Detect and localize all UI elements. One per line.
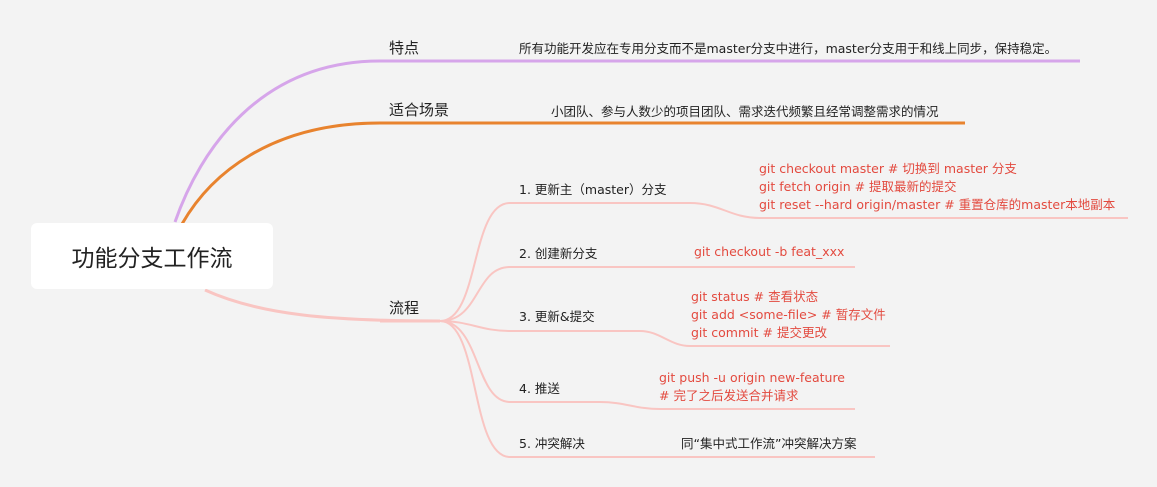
step-2-label[interactable]: 2. 创建新分支 xyxy=(519,246,598,261)
branch-features-desc[interactable]: 所有功能开发应在专用分支而不是master分支中进行，master分支用于和线上… xyxy=(519,41,1058,56)
step-1-line-1: git checkout master # 切换到 master 分支 xyxy=(759,161,1017,176)
step-3-commands[interactable]: git status # 查看状态 git add <some-file> # … xyxy=(691,288,886,342)
step-4-commands[interactable]: git push -u origin new-feature # 完了之后发送合… xyxy=(659,369,845,405)
connector-features xyxy=(173,59,1080,223)
step-1-line-2: git fetch origin # 提取最新的提交 xyxy=(759,179,957,194)
step-4-label[interactable]: 4. 推送 xyxy=(519,381,560,396)
step-3-line-2: git add <some-file> # 暂存文件 xyxy=(691,307,886,322)
step-1-line-3: git reset --hard origin/master # 重置仓库的ma… xyxy=(759,197,1116,212)
step-3-line-1: git status # 查看状态 xyxy=(691,289,819,304)
step-1-label[interactable]: 1. 更新主（master）分支 xyxy=(519,182,667,197)
root-node[interactable]: 功能分支工作流 xyxy=(31,223,273,289)
step-3-line-3: git commit # 提交更改 xyxy=(691,325,827,340)
connector-step-4 xyxy=(439,320,855,410)
step-2-line-1: git checkout -b feat_xxx xyxy=(694,244,845,259)
step-4-line-2: # 完了之后发送合并请求 xyxy=(659,388,799,403)
branch-features-label[interactable]: 特点 xyxy=(389,39,420,57)
step-5-note[interactable]: 同“集中式工作流”冲突解决方案 xyxy=(681,436,857,451)
connector-step-5 xyxy=(439,320,875,458)
step-5-label[interactable]: 5. 冲突解决 xyxy=(519,436,585,451)
connector-step-2 xyxy=(439,266,855,322)
branch-process-label[interactable]: 流程 xyxy=(389,299,420,317)
root-title: 功能分支工作流 xyxy=(71,246,233,272)
branch-scenarios-label[interactable]: 适合场景 xyxy=(389,101,450,119)
step-4-line-1: git push -u origin new-feature xyxy=(659,370,845,385)
connector-step-3 xyxy=(439,320,890,347)
step-2-commands[interactable]: git checkout -b feat_xxx xyxy=(694,243,844,261)
step-1-commands[interactable]: git checkout master # 切换到 master 分支 git … xyxy=(759,160,1115,214)
connector-step-1 xyxy=(439,202,1128,322)
connector-scenarios xyxy=(180,121,965,225)
step-3-label[interactable]: 3. 更新&提交 xyxy=(519,309,595,324)
branch-scenarios-desc[interactable]: 小团队、参与人数少的项目团队、需求迭代频繁且经常调整需求的情况 xyxy=(551,104,939,119)
